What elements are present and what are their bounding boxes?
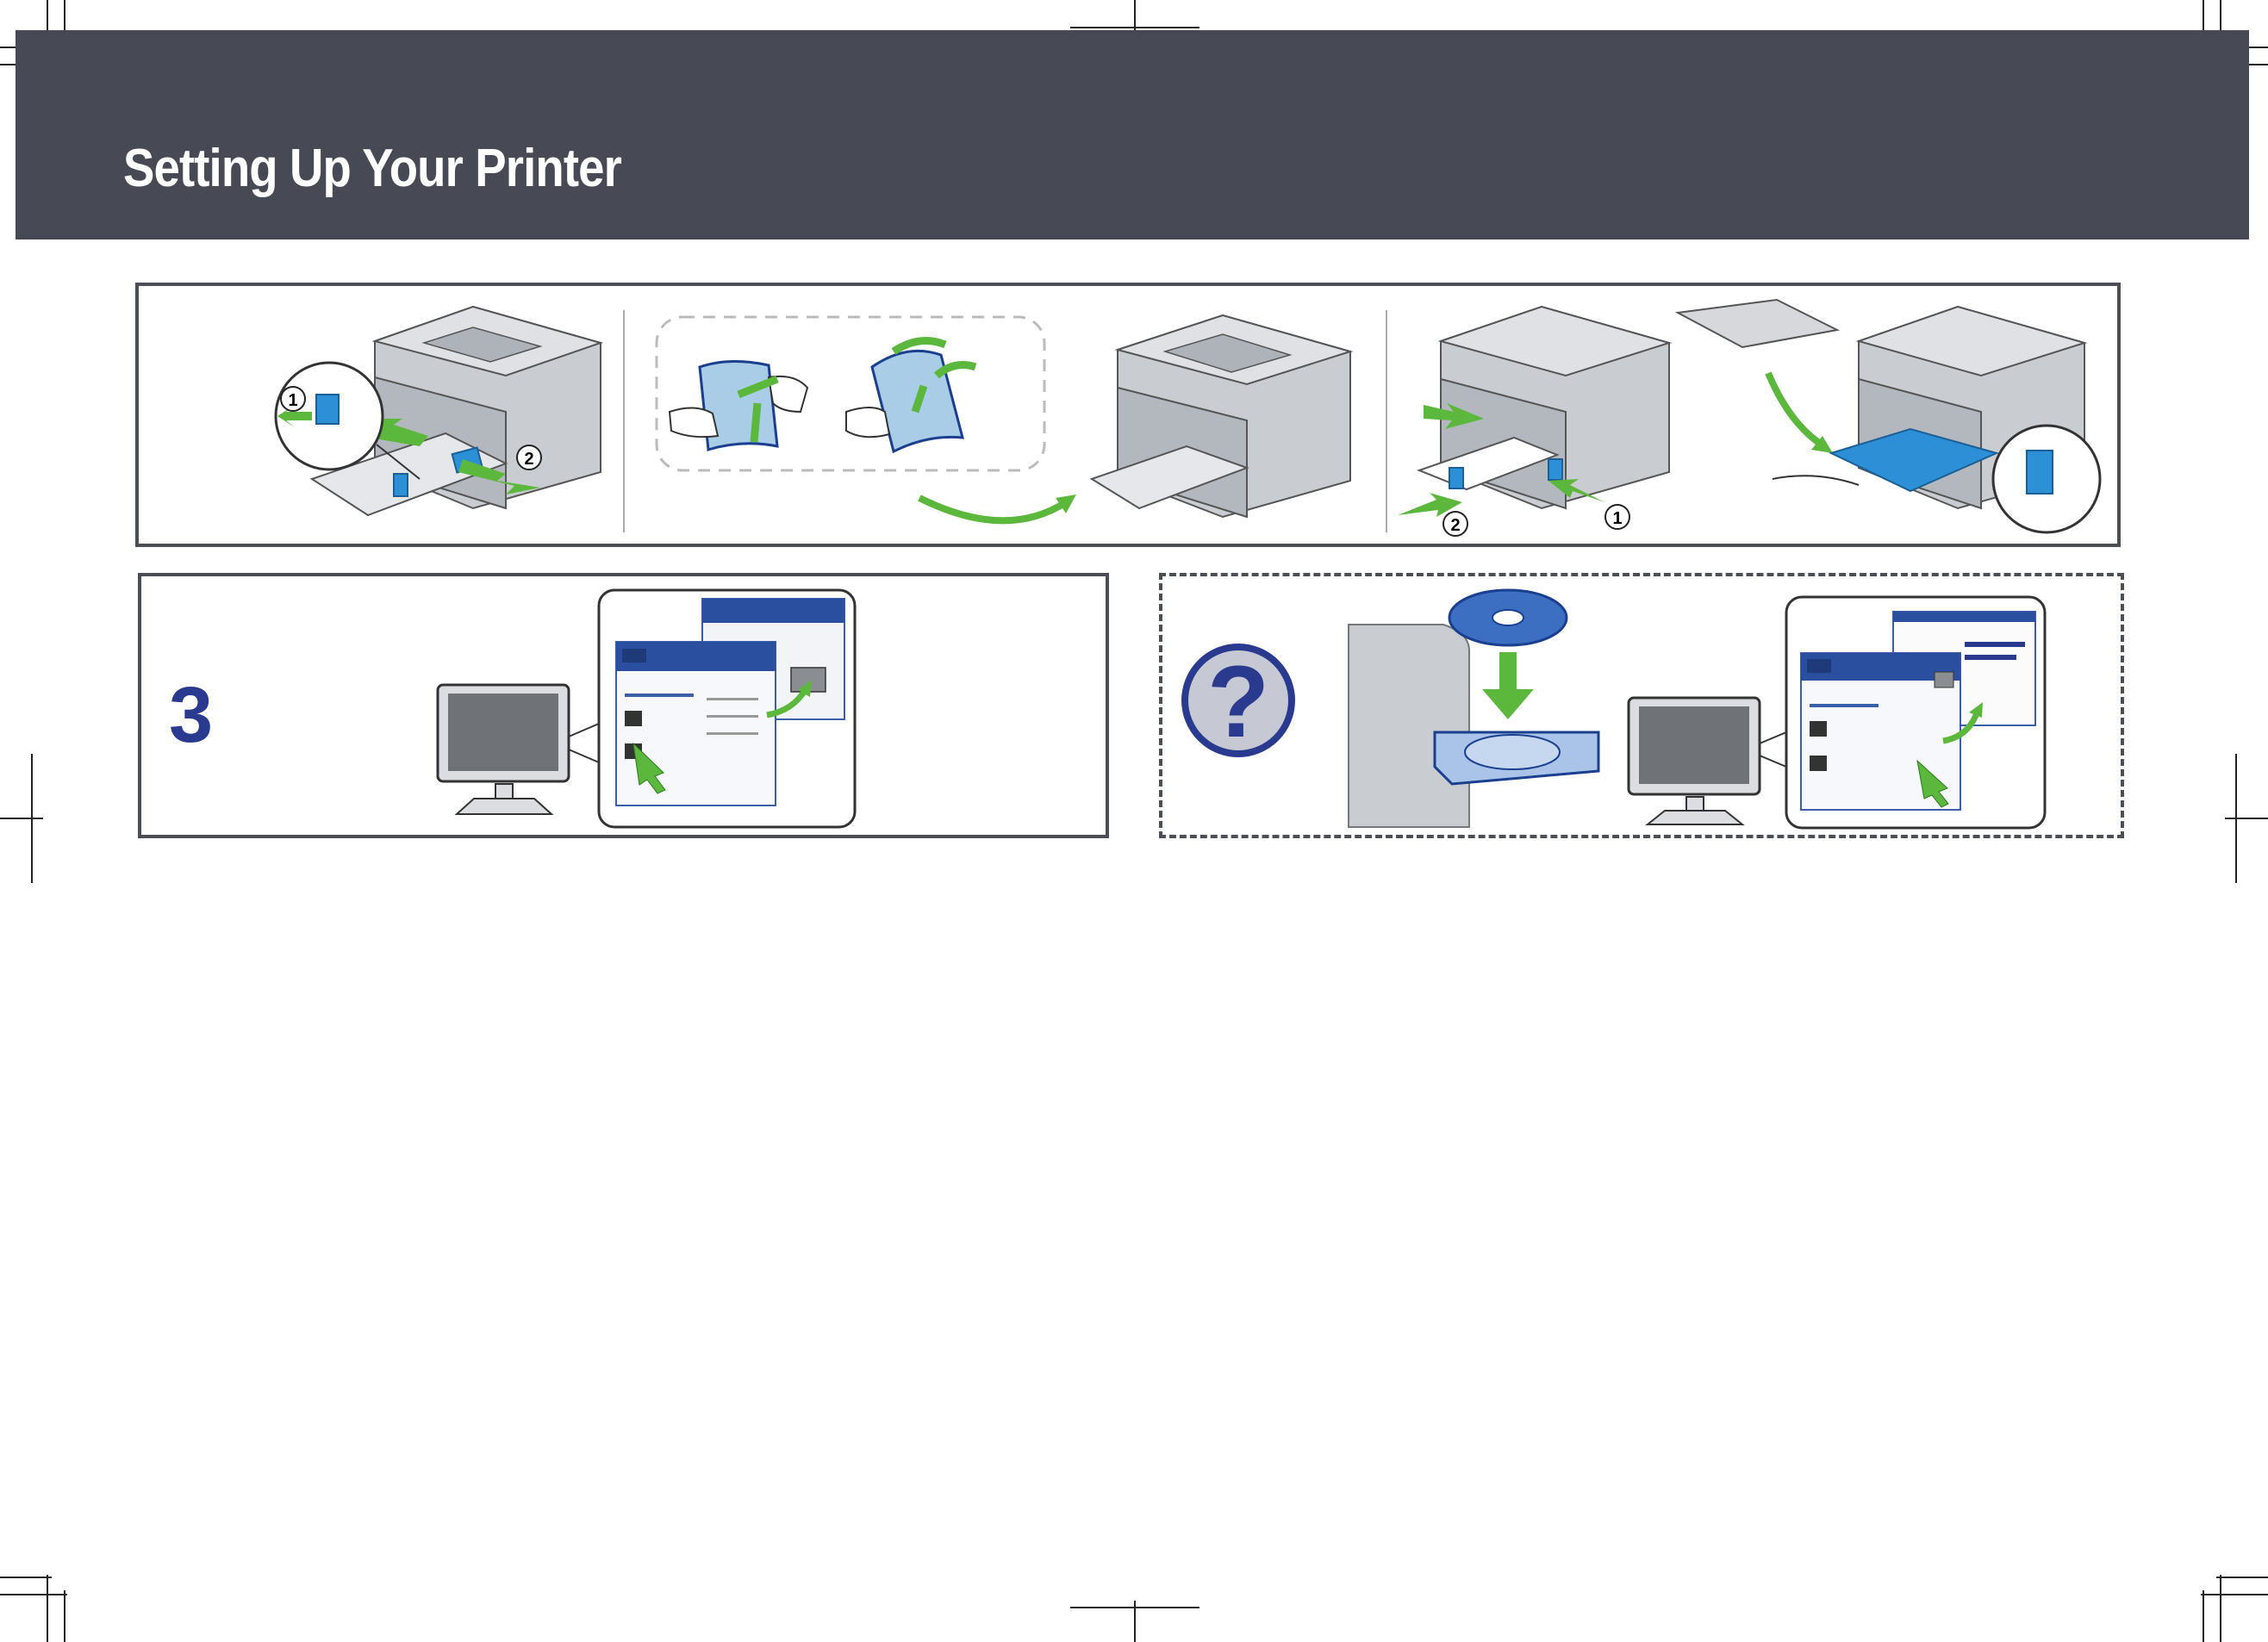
arrow-icon	[1482, 652, 1534, 719]
callout-2-mid: 2	[1442, 511, 1468, 537]
monitor-icon	[1627, 696, 1761, 825]
step-number: 3	[169, 671, 214, 759]
top-panel-illustrations: 1 2	[274, 298, 2102, 537]
arrow-icon	[1398, 403, 1604, 517]
callout-1-mid: 1	[1604, 504, 1630, 530]
svg-text:?: ?	[1207, 645, 1269, 759]
question-mark-icon: ?	[1181, 644, 1295, 759]
svg-text:2: 2	[1450, 516, 1460, 535]
svg-text:2: 2	[524, 450, 533, 469]
svg-text:1: 1	[288, 391, 297, 410]
header-band	[16, 30, 2249, 239]
printer-icon	[309, 305, 604, 517]
installer-window	[615, 598, 845, 806]
printer-icon	[1089, 314, 1354, 519]
arrow-icon	[737, 337, 1076, 525]
help-illustration: ?	[1181, 588, 2047, 830]
callout-2-left: 2	[516, 445, 542, 470]
printer-icon	[1417, 305, 1673, 510]
paper-stack-icon	[698, 349, 964, 454]
svg-text:1: 1	[1612, 509, 1622, 528]
cd-icon	[1448, 588, 1568, 647]
step3-illustration	[436, 588, 857, 829]
computer-tower	[1348, 624, 1600, 828]
monitor-icon	[436, 683, 570, 815]
hand-icon	[668, 375, 891, 438]
page-title: Setting Up Your Printer	[123, 139, 622, 198]
callout-1-left: 1	[280, 386, 306, 412]
